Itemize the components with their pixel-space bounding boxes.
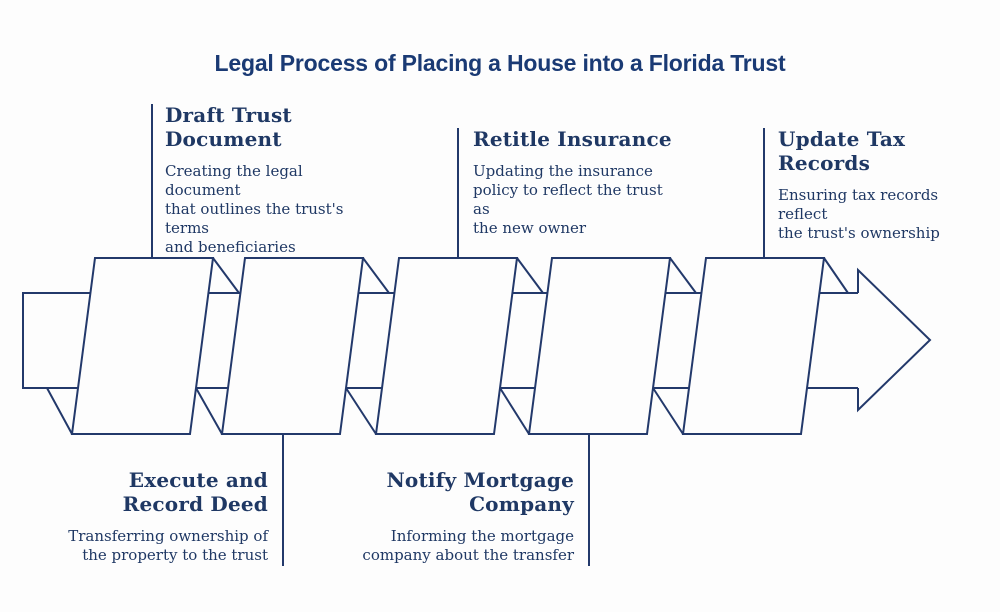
step-description: Informing the mortgage company about the… <box>362 527 574 564</box>
step-title: Update Tax Records <box>778 127 906 175</box>
ribbon-tail <box>22 292 90 435</box>
step-notify-mortgage-company: Notify Mortgage Company Informing the mo… <box>349 468 574 565</box>
ribbon-fold-3 <box>499 257 547 435</box>
step-execute-and-record-deed: Execute and Record Deed Transferring own… <box>43 468 268 565</box>
ribbon-fold-4 <box>652 257 701 435</box>
ribbon-segment-4 <box>527 257 672 435</box>
arrowhead <box>807 257 932 413</box>
step-description: Ensuring tax records reflect the trust's… <box>778 186 940 242</box>
ribbon-segment-3 <box>374 257 519 435</box>
step-title: Retitle Insurance <box>473 127 672 151</box>
step-description: Updating the insurance policy to reflect… <box>473 162 663 237</box>
ribbon-segment-2 <box>220 257 365 435</box>
step-retitle-insurance: Retitle Insurance Updating the insurance… <box>473 127 678 238</box>
ribbon-segment-1 <box>70 257 215 435</box>
step-draft-trust-document: Draft Trust Document Creating the legal … <box>165 103 380 257</box>
step-update-tax-records: Update Tax Records Ensuring tax records … <box>778 127 988 243</box>
ribbon-segment-5 <box>681 257 826 435</box>
step-title: Notify Mortgage Company <box>386 468 574 516</box>
diagram-title: Legal Process of Placing a House into a … <box>214 50 786 76</box>
step-description: Transferring ownership of the property t… <box>68 527 268 564</box>
ribbon-fold-2 <box>345 257 394 435</box>
step-title: Execute and Record Deed <box>122 468 268 516</box>
step-title: Draft Trust Document <box>165 103 292 151</box>
step-description: Creating the legal document that outline… <box>165 162 344 256</box>
ribbon-fold-1 <box>195 257 240 435</box>
